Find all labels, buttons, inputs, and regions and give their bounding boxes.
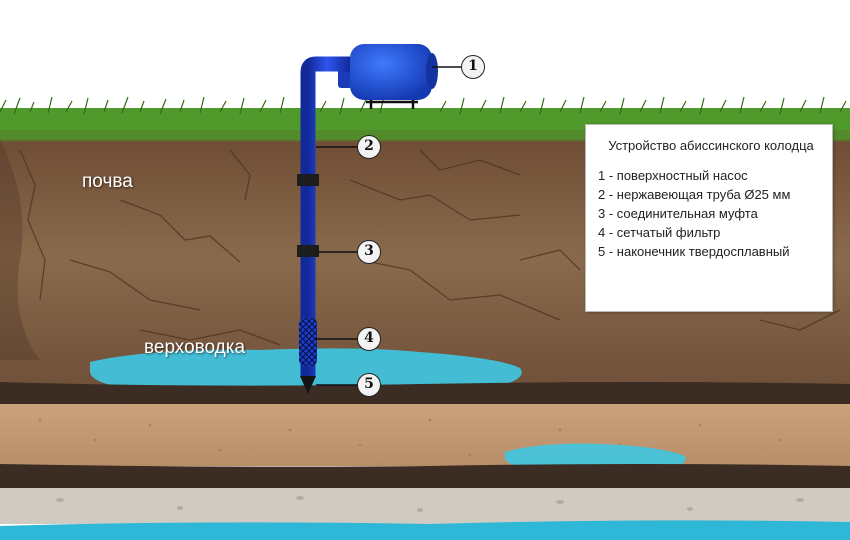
coupling-lower: [297, 245, 319, 257]
aquifer: [0, 520, 850, 540]
callout-1: 1: [461, 55, 485, 79]
callout-4: 4: [357, 327, 381, 351]
callout-3: 3: [357, 240, 381, 264]
surface-pump: [338, 44, 438, 100]
clay-band-lower: [0, 464, 850, 491]
soil-cracks: [19, 149, 841, 346]
callout-2: 2: [357, 135, 381, 159]
label-soil: почва: [82, 171, 133, 192]
soil-shadow: [0, 140, 40, 360]
gravel-stones: [56, 496, 804, 512]
callout-leaders: [316, 66, 461, 386]
gravel-layer: [0, 488, 850, 524]
mesh-filter: [299, 318, 317, 366]
legend-item-pipe: 2 - нержавеющая труба Ø25 мм: [598, 187, 791, 202]
legend-title: Устройство абиссинского колодца: [608, 138, 814, 153]
legend-item-pump: 1 - поверхностный насос: [598, 168, 748, 183]
legend-box: Устройство абиссинского колодца 1 - пове…: [585, 124, 833, 312]
label-perched-water: верховодка: [144, 337, 246, 358]
legend-item-tip: 5 - наконечник твердосплавный: [598, 244, 790, 259]
pipe: [300, 56, 350, 376]
legend-item-coupling: 3 - соединительная муфта: [598, 206, 758, 221]
sand-layer: [0, 404, 850, 466]
callout-5: 5: [357, 373, 381, 397]
grass-blades: [0, 96, 847, 115]
sand-grains: [38, 418, 782, 457]
coupling-upper: [297, 174, 319, 186]
clay-band-upper: [0, 382, 850, 407]
hard-alloy-tip: [300, 376, 316, 394]
legend-item-filter: 4 - сетчатый фильтр: [598, 225, 721, 240]
